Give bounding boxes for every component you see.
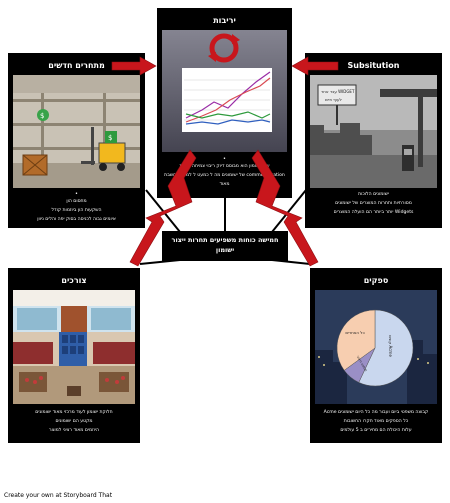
substitution-line-3: Widgets יותר ביותר הם הועלה המוצרים (333, 210, 414, 215)
center-title-box: חמישה כוחות משפיעים תחרות ייצור ישומון (162, 231, 288, 261)
arrow-new-entrants-to-rivalry (111, 56, 157, 76)
substitution-line-1: ישומונים הלוכות (358, 192, 389, 197)
rivalry-line-3: מאוד (219, 182, 230, 187)
sign-line-2: לעוף חיים (325, 97, 342, 102)
buyers-line-1: חלוקת ישומון לעוד מרכזי מאוד ישומונים (35, 410, 113, 415)
center-title-line-1: חמישה כוחות משפיעים תחרות ייצור (171, 236, 279, 244)
pie-slice-large (358, 309, 414, 387)
pie-label-medium: כל האחרים (345, 330, 364, 335)
arrow-suppliers-to-rivalry (251, 149, 319, 267)
suppliers-line-1: קבוצה משפטי ביום ועבור מה כל היום ישומונ… (323, 410, 429, 415)
suppliers-title: ספקים (363, 276, 389, 285)
new-entrants-line-3: איומים גבוה לכניסה בסוק יפה והלים ניוון (37, 217, 116, 222)
suppliers-image: קונים Acme כל האחרים סגמנט חיצוני (315, 290, 437, 404)
buyers-text: חלוקת ישומון לעוד מרכזי מאוד ישומונים מק… (14, 408, 134, 435)
suppliers-line-3: עלות היכולת הם מחירים ב 5 עולמים (340, 428, 412, 433)
new-entrants-card: מתחרים חדשים $ (8, 53, 145, 228)
rivalry-line-1: שוק ישומון הוא מבוסס דיוק ריבוי צמיחה אי… (179, 164, 270, 169)
arrow-substitution-to-rivalry (291, 56, 339, 76)
pie-label-large: קונים Acme (388, 335, 393, 357)
rivalry-card: יריבות (157, 8, 292, 198)
buyers-line-3: היוזמים מאוד רציני למוצר (49, 428, 99, 433)
new-entrants-text: • מחסום הון השקעות הון ביוזמות קודל איומ… (14, 192, 139, 224)
rivalry-title: יריבות (213, 16, 236, 25)
pie-slice-medium (336, 309, 376, 371)
sign-line-1: עבד אחר WIDGET (321, 89, 355, 94)
footer-credit: Create your own at Storyboard That (4, 492, 113, 499)
svg-text:$: $ (108, 134, 112, 142)
buyers-line-2: מקטע הם ישומונים (55, 419, 93, 424)
suppliers-text: קבוצה משפטי ביום ועבור מה כל היום ישומונ… (316, 408, 436, 435)
arrow-buyers-to-rivalry (129, 149, 197, 267)
buyers-title: צורכים (61, 276, 87, 285)
rivalry-image (162, 30, 287, 152)
new-entrants-line-2: השקעות הון ביוזמות קודל (51, 208, 102, 213)
store-image (13, 290, 135, 404)
svg-text:$: $ (40, 112, 44, 120)
buyers-card: צורכים (8, 268, 140, 443)
substitution-title: Subsitution (347, 61, 400, 70)
suppliers-line-2: כל הספקים מאוד חקרו החשובות (343, 419, 409, 424)
substitution-card: Subsitution עבד אחר WIDGET לעוף חיים (305, 53, 442, 228)
gas-station-image: עבד אחר WIDGET לעוף חיים (310, 75, 437, 188)
substitution-line-2: מסורתיות ותחרות המוצרים של ישומונים (335, 201, 412, 206)
new-entrants-line-1: מחסום הון (66, 199, 87, 204)
suppliers-card: ספקים קונים Acme כל האחרים סגמנט חיצוני … (310, 268, 442, 443)
warehouse-image: $ $ (13, 75, 140, 188)
new-entrants-title: מתחרים חדשים (48, 61, 105, 70)
substitution-text: ישומונים הלוכות מסורתיות ותחרות המוצרים … (311, 190, 436, 217)
center-title-line-2: ישומון (215, 246, 235, 254)
supplier-pie-chart (336, 309, 414, 387)
